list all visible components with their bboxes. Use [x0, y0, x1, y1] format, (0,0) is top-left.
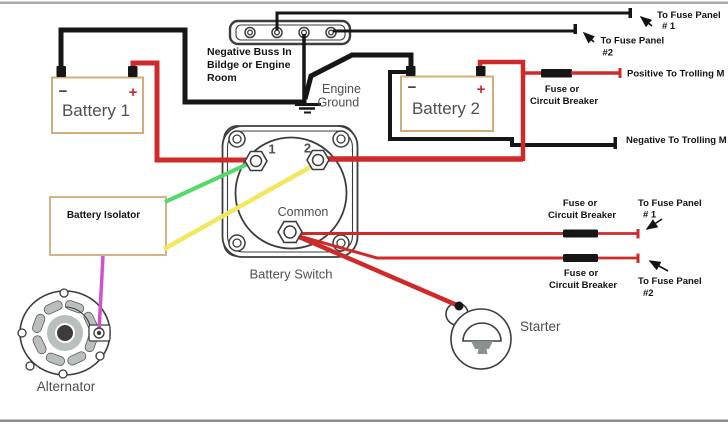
- arrow-to-fusepanel1-mid: [645, 218, 663, 230]
- battery-2-label: Battery 2: [412, 99, 480, 118]
- wire-isolator-to-alternator-magenta: [97, 255, 105, 332]
- engine-ground-label-line1: Engine: [322, 82, 361, 96]
- wire-isolator-to-terminal1-green: [164, 161, 251, 204]
- terminal-1-label: 1: [268, 142, 275, 157]
- battery2-pos-terminal: [476, 66, 486, 76]
- starter-bendix: [471, 341, 493, 354]
- wire-battery2-neg-to-ground: [302, 52, 414, 100]
- fuse-cb-3-line2: Circuit Breaker: [549, 280, 617, 291]
- fuse-cb-2-line2: Circuit Breaker: [548, 210, 616, 221]
- fuse-cb-1-line1: Fuse or: [545, 84, 580, 95]
- alternator-vents: [32, 300, 98, 366]
- starter-label: Starter: [520, 319, 561, 334]
- battery-switch-label: Battery Switch: [249, 267, 332, 282]
- arrow-to-fusepanel2-mid: [648, 260, 669, 272]
- battery-1-minus: −: [59, 83, 68, 100]
- wire-buss-to-fusepanel1: [275, 11, 629, 30]
- fuse-cb-2-line1: Fuse or: [563, 198, 598, 209]
- alternator: [17, 288, 111, 379]
- wire-end-positive-trolling: [618, 68, 622, 78]
- buss-label-line2: Bildge or Engine: [207, 59, 291, 71]
- wire-common-to-starter: [296, 233, 460, 309]
- fuse-cb-3-line1: Fuse or: [564, 268, 599, 279]
- positive-trolling-label: Positive To Trolling M: [627, 69, 725, 80]
- battery-isolator-label: Battery Isolator: [67, 210, 140, 221]
- to-fuse-panel-top1-num: # 1: [662, 21, 676, 32]
- wire-end-negative-trolling: [613, 137, 617, 149]
- page-bottom-rule: [0, 419, 728, 422]
- battery-2-minus: −: [408, 79, 417, 96]
- engine-ground-symbol: [295, 99, 321, 114]
- battery-2-plus: +: [477, 81, 486, 98]
- to-fuse-panel-top1-label: To Fuse Panel: [657, 10, 721, 21]
- battery-switch-terminals: [244, 149, 330, 244]
- battery1-pos-terminal: [128, 66, 138, 77]
- battery-isolator-box: [49, 196, 167, 256]
- arrow-to-fusepanel1-top: [639, 15, 653, 28]
- to-fuse-panel-mid2-num: #2: [643, 288, 654, 299]
- terminal-2-label: 2: [304, 141, 311, 156]
- negative-buss-bar: [228, 19, 352, 46]
- arrow-to-fusepanel2-top: [582, 31, 595, 44]
- wire-common-to-fuse2: [298, 234, 564, 260]
- common-label: Common: [278, 205, 329, 219]
- starter: [445, 302, 512, 370]
- wire-isolator-to-terminal2-yellow: [162, 163, 316, 251]
- to-fuse-panel-top2-label: To Fuse Panel: [601, 36, 665, 47]
- to-fuse-panel-top2-num: #2: [603, 48, 614, 59]
- buss-label-line1: Negative Buss In: [207, 46, 292, 58]
- wire-end-fuse2: [636, 253, 640, 263]
- battery1-neg-terminal: [56, 66, 66, 77]
- negative-trolling-label: Negative To Trolling M: [626, 135, 727, 146]
- alternator-label: Alternator: [37, 379, 96, 394]
- to-fuse-panel-mid1-label: To Fuse Panel: [638, 198, 702, 209]
- fuse-cb-1-line2: Circuit Breaker: [530, 96, 598, 107]
- battery-1-box: [51, 76, 144, 134]
- page-top-rule: [0, 1, 728, 4]
- to-fuse-panel-mid2-label: To Fuse Panel: [638, 276, 702, 287]
- wire-battery1-neg-to-ground: [58, 27, 304, 105]
- battery-2-box: [400, 75, 494, 132]
- starter-terminal: [454, 301, 464, 311]
- wire-negative-trolling: [388, 70, 614, 147]
- buss-label-line3: Room: [207, 72, 237, 84]
- battery2-neg-terminal: [406, 66, 416, 76]
- wire-end-fusepanel1: [628, 8, 632, 18]
- battery-1-label: Battery 1: [62, 101, 130, 120]
- wire-end-fusepanel2: [573, 24, 577, 34]
- fuse-positive-trolling: [541, 69, 572, 78]
- fuse-panel2: [563, 254, 598, 262]
- alternator-terminal-center: [96, 330, 102, 336]
- fuse-panel1: [563, 229, 598, 238]
- to-fuse-panel-mid1-num: # 1: [643, 210, 657, 221]
- engine-ground-label-line2: Ground: [318, 96, 360, 110]
- battery-1-plus: +: [129, 84, 138, 101]
- wire-end-fuse1: [636, 229, 640, 239]
